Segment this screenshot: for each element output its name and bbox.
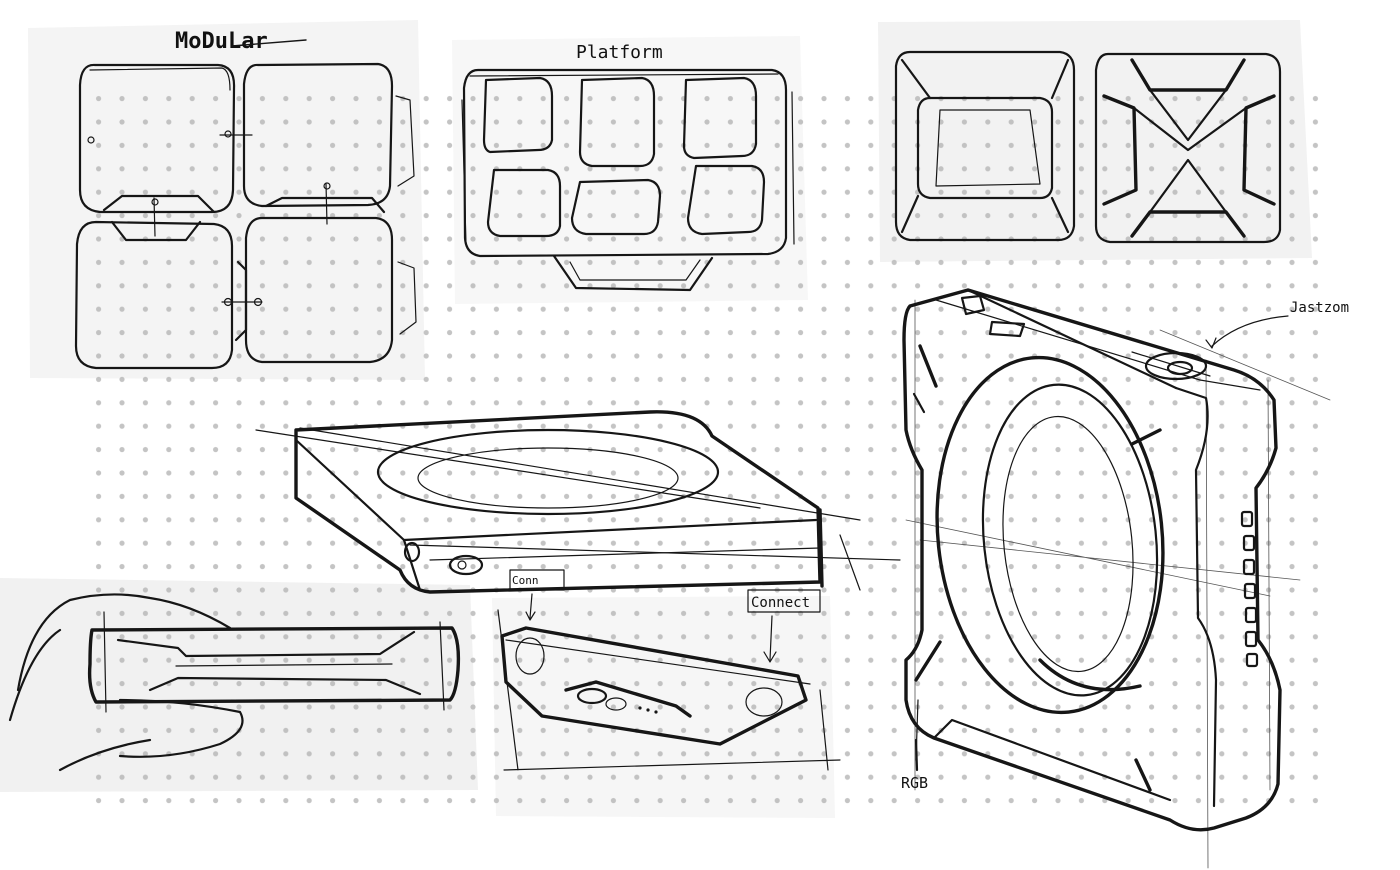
label-jastzom: Jastzom <box>1290 300 1349 316</box>
label-connect-small: Conn <box>512 574 539 587</box>
label-modular: MoDuLar <box>175 29 268 54</box>
connect-unit-sketch: Connect <box>497 589 841 771</box>
platform-sketch: Platform <box>461 42 795 292</box>
upright-speaker-sketch: Jastzom <box>901 288 1349 869</box>
flat-unit-sketch: Conn <box>255 410 901 621</box>
modular-sketch: MoDuLar <box>74 29 417 370</box>
hand-holding-sketch <box>8 593 461 772</box>
label-rgb: RGB <box>901 774 928 792</box>
label-platform: Platform <box>576 42 663 63</box>
dot-grid <box>85 80 1325 820</box>
side-button-column <box>1240 510 1259 668</box>
label-connect: Connect <box>751 595 810 611</box>
insert-panels-sketch <box>894 50 1282 244</box>
